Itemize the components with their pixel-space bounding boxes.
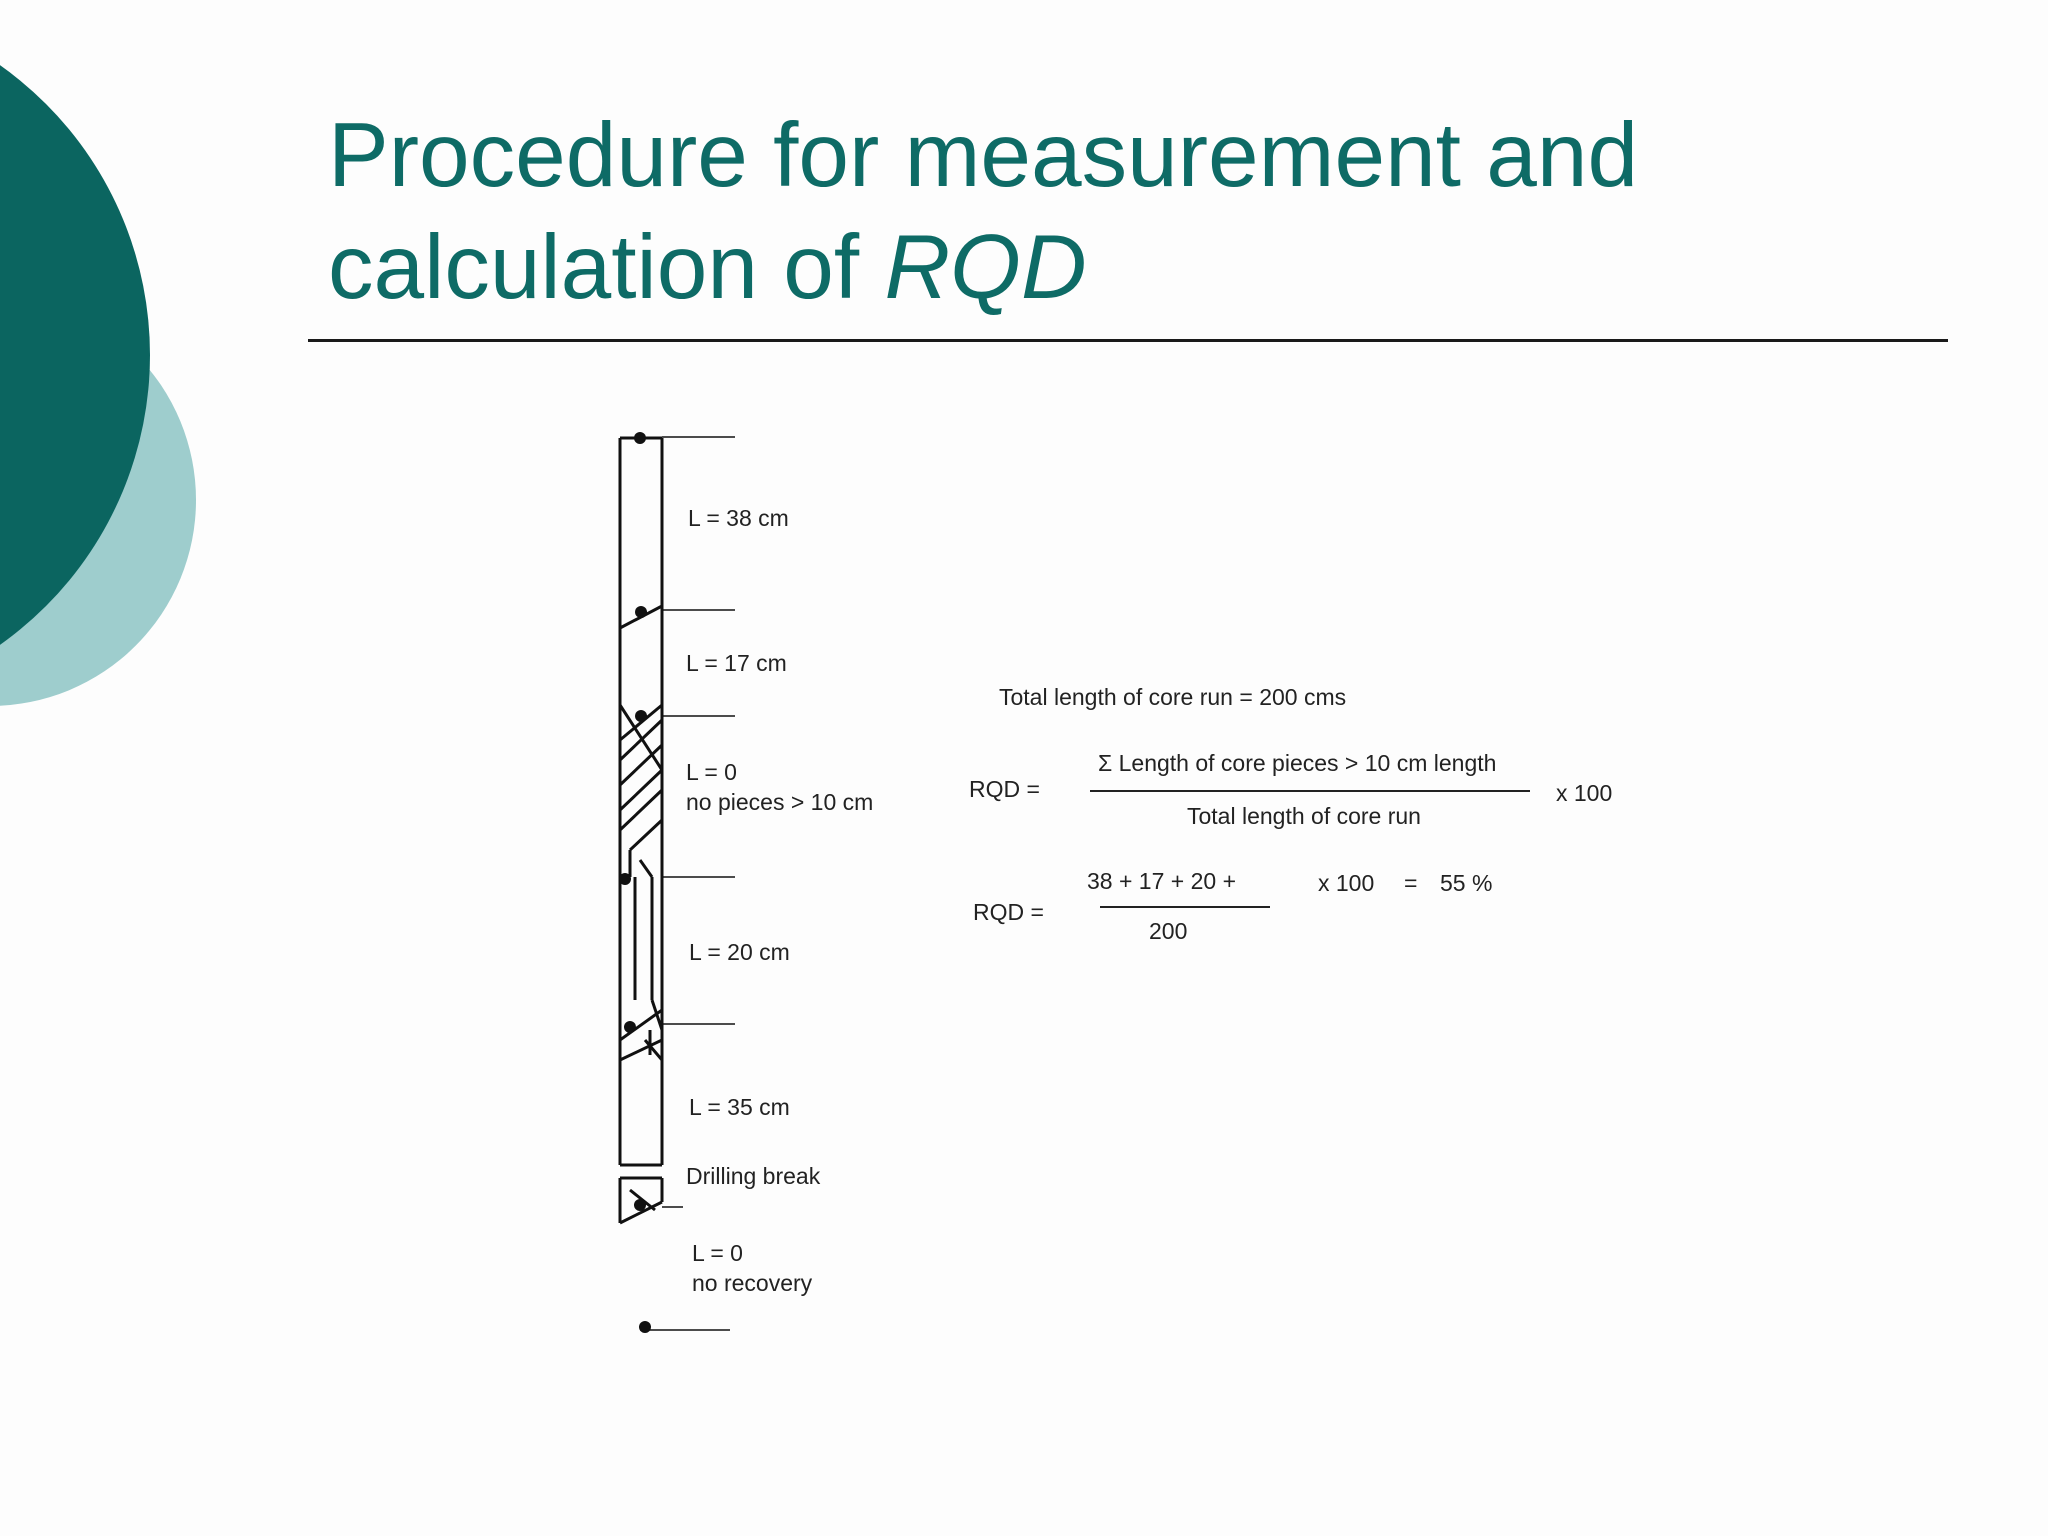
calc-numerator: 38 + 17 + 20 + (1087, 868, 1236, 894)
rqd-times-100: x 100 (1556, 780, 1613, 806)
slide-title: Procedure for measurement and calculatio… (328, 100, 1638, 324)
title-line-1: Procedure for measurement and (328, 105, 1639, 206)
calc-denominator: 200 (1149, 918, 1188, 944)
rqd-numerator: Σ Length of core pieces > 10 cm length (1098, 750, 1497, 776)
segment-label-no-pieces: no pieces > 10 cm (686, 789, 874, 815)
title-prefix: calculation of (328, 217, 885, 318)
calc-fraction-line (1100, 906, 1270, 908)
title-rqd: RQD (884, 217, 1087, 318)
segment-label-drilling-break: Drilling break (686, 1163, 821, 1189)
title-line-2: calculation of RQD (328, 212, 1638, 324)
core-column-diagram (618, 432, 735, 1333)
segment-label-0-recovery: L = 0 (692, 1240, 743, 1266)
rqd-label: RQD = (969, 776, 1040, 802)
segment-label-35: L = 35 cm (689, 1094, 790, 1120)
title-divider (308, 339, 1948, 342)
dark-circle (0, 65, 150, 645)
calc-result: 55 % (1440, 870, 1493, 896)
calc-equals: = (1404, 870, 1418, 896)
segment-label-0: L = 0 (686, 759, 737, 785)
segment-label-no-recovery: no recovery (692, 1270, 813, 1296)
rqd-calc-label: RQD = (973, 899, 1044, 925)
segment-label-17: L = 17 cm (686, 650, 787, 676)
total-length-text: Total length of core run = 200 cms (999, 684, 1347, 710)
rqd-denominator: Total length of core run (1187, 803, 1421, 829)
segment-label-38: L = 38 cm (688, 505, 789, 531)
rqd-fraction-line (1090, 790, 1530, 792)
calc-times-100: x 100 (1318, 870, 1375, 896)
segment-label-20: L = 20 cm (689, 939, 790, 965)
